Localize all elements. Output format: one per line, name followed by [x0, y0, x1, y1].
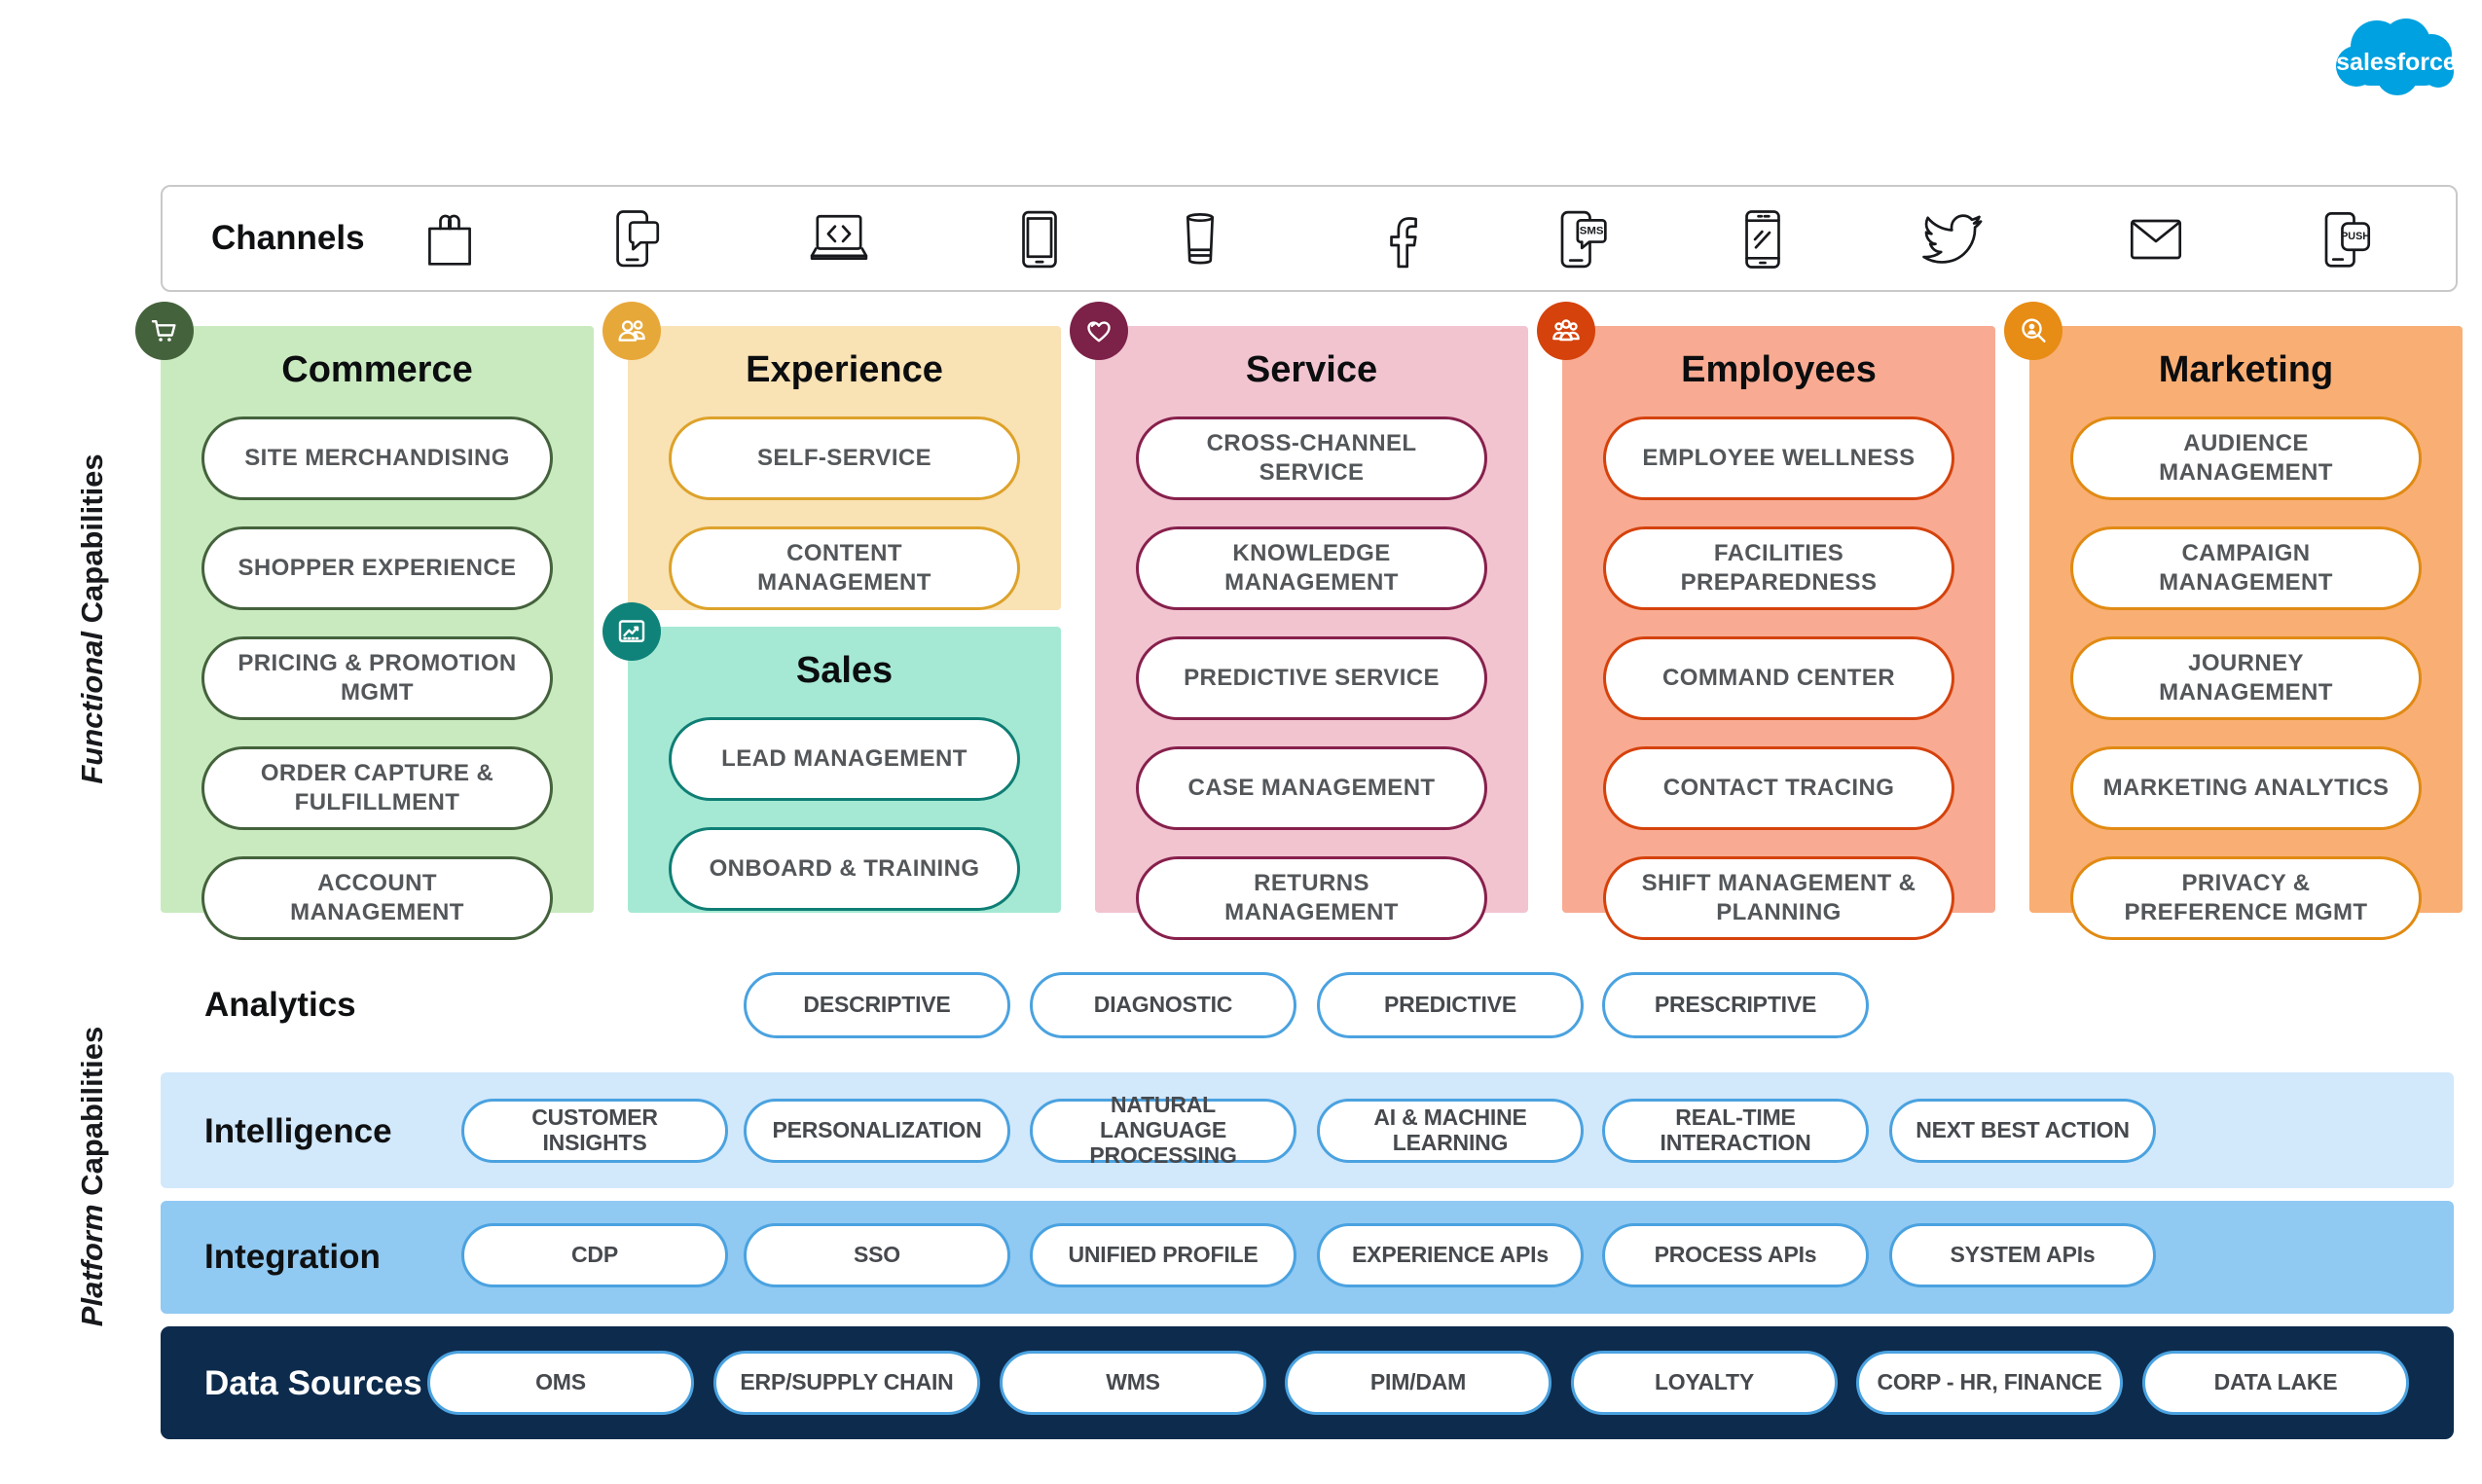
salesforce-cloud-icon: salesforce — [2336, 18, 2457, 95]
platform-pill: NEXT BEST ACTION — [1889, 1099, 2156, 1163]
capability-pill: ONBOARD & TRAINING — [669, 827, 1020, 911]
channels-label: Channels — [211, 219, 365, 257]
capabilities-word: Capabilities — [75, 1026, 109, 1196]
platform-pill: SYSTEM APIs — [1889, 1223, 2156, 1287]
service-column: Service CROSS-CHANNEL SERVICE KNOWLEDGE … — [1070, 302, 1528, 940]
platform-pill: SSO — [744, 1223, 1010, 1287]
capability-pill: PRICING & PROMOTION MGMT — [201, 636, 553, 720]
push-notification-icon: PUSH — [2308, 202, 2382, 276]
salesforce-wordmark: salesforce — [2336, 49, 2457, 76]
platform-word: Platform — [75, 1204, 109, 1327]
data-sources-row-label: Data Sources — [204, 1364, 422, 1402]
laptop-code-icon — [802, 202, 876, 276]
platform-pill: PROCESS APIs — [1602, 1223, 1869, 1287]
platform-pill: DESCRIPTIVE — [744, 972, 1010, 1038]
platform-pill: UNIFIED PROFILE — [1030, 1223, 1296, 1287]
capability-pill: ORDER CAPTURE & FULFILLMENT — [201, 746, 553, 830]
platform-pill: PRESCRIPTIVE — [1602, 972, 1869, 1038]
capability-pill: FACILITIES PREPAREDNESS — [1603, 526, 1954, 610]
growth-chart-icon — [602, 602, 661, 661]
capability-pill: COMMAND CENTER — [1603, 636, 1954, 720]
functional-word: Functional — [75, 631, 109, 784]
platform-pill: OMS — [427, 1351, 694, 1415]
shopping-cart-icon — [135, 302, 194, 360]
mobile-chat-icon — [598, 202, 672, 276]
column-title: Service — [1245, 349, 1378, 390]
platform-pill: DIAGNOSTIC — [1030, 972, 1296, 1038]
capability-pill: LEAD MANAGEMENT — [669, 717, 1020, 801]
heart-icon — [1070, 302, 1128, 360]
people-group-icon — [1537, 302, 1595, 360]
svg-text:SMS: SMS — [1580, 226, 1604, 237]
capability-pill: CASE MANAGEMENT — [1136, 746, 1487, 830]
capability-pill: SHOPPER EXPERIENCE — [201, 526, 553, 610]
column-title: Experience — [746, 349, 943, 390]
platform-pill: WMS — [1000, 1351, 1266, 1415]
capability-pill: CROSS-CHANNEL SERVICE — [1136, 416, 1487, 500]
platform-capabilities-label: Platform Capabilities — [75, 1027, 110, 1326]
audience-search-icon — [2004, 302, 2062, 360]
sms-icon: SMS — [1544, 202, 1618, 276]
column-title: Commerce — [281, 349, 473, 390]
capability-pill: ACCOUNT MANAGEMENT — [201, 856, 553, 940]
functional-capabilities-label: Functional Capabilities — [75, 453, 110, 783]
capability-pill: CAMPAIGN MANAGEMENT — [2070, 526, 2422, 610]
platform-pill: PREDICTIVE — [1317, 972, 1584, 1038]
platform-pill: EXPERIENCE APIs — [1317, 1223, 1584, 1287]
experience-column: Experience SELF-SERVICE CONTENT MANAGEME… — [602, 302, 1061, 610]
marketing-column: Marketing AUDIENCE MANAGEMENT CAMPAIGN M… — [2004, 302, 2463, 940]
smart-speaker-icon — [1163, 202, 1237, 276]
column-title: Sales — [795, 650, 894, 691]
platform-pill: CUSTOMER INSIGHTS — [461, 1099, 728, 1163]
platform-pill: AI & MACHINE LEARNING — [1317, 1099, 1584, 1163]
shopping-bag-icon — [413, 202, 487, 276]
svg-text:PUSH: PUSH — [2341, 231, 2370, 242]
twitter-icon — [1915, 202, 1989, 276]
capability-pill: RETURNS MANAGEMENT — [1136, 856, 1487, 940]
intelligence-row-label: Intelligence — [204, 1112, 392, 1150]
capability-pill: AUDIENCE MANAGEMENT — [2070, 416, 2422, 500]
capabilities-word: Capabilities — [75, 453, 109, 624]
capability-pill: JOURNEY MANAGEMENT — [2070, 636, 2422, 720]
channels-bar: Channels SMS PUSH — [161, 185, 2458, 292]
sales-column: Sales LEAD MANAGEMENT ONBOARD & TRAINING — [602, 602, 1061, 913]
mobile-device-icon — [1726, 202, 1800, 276]
analytics-row-label: Analytics — [204, 986, 356, 1024]
capability-pill: PRIVACY & PREFERENCE MGMT — [2070, 856, 2422, 940]
capability-pill: SITE MERCHANDISING — [201, 416, 553, 500]
column-title: Employees — [1681, 349, 1877, 390]
integration-row-label: Integration — [204, 1238, 381, 1276]
platform-pill: REAL-TIME INTERACTION — [1602, 1099, 1869, 1163]
capability-pill: EMPLOYEE WELLNESS — [1603, 416, 1954, 500]
capability-pill: MARKETING ANALYTICS — [2070, 746, 2422, 830]
capability-pill: CONTENT MANAGEMENT — [669, 526, 1020, 610]
employees-column: Employees EMPLOYEE WELLNESS FACILITIES P… — [1537, 302, 1995, 940]
platform-pill: DATA LAKE — [2142, 1351, 2409, 1415]
platform-pill: NATURAL LANGUAGE PROCESSING — [1030, 1092, 1296, 1168]
capability-pill: PREDICTIVE SERVICE — [1136, 636, 1487, 720]
capability-pill: SELF-SERVICE — [669, 416, 1020, 500]
platform-pill: CORP - HR, FINANCE — [1856, 1351, 2123, 1415]
platform-pill: ERP/SUPPLY CHAIN — [713, 1351, 980, 1415]
commerce-column: Commerce SITE MERCHANDISING SHOPPER EXPE… — [135, 302, 594, 940]
salesforce-logo: salesforce — [2324, 10, 2468, 136]
platform-pill: CDP — [461, 1223, 728, 1287]
platform-pill: LOYALTY — [1571, 1351, 1838, 1415]
column-title: Marketing — [2158, 349, 2334, 390]
platform-pill: PERSONALIZATION — [744, 1099, 1010, 1163]
capability-pill: CONTACT TRACING — [1603, 746, 1954, 830]
community-people-icon — [602, 302, 661, 360]
facebook-icon — [1365, 202, 1439, 276]
capability-pill: KNOWLEDGE MANAGEMENT — [1136, 526, 1487, 610]
capability-pill: SHIFT MANAGEMENT & PLANNING — [1603, 856, 1954, 940]
tablet-icon — [1003, 202, 1077, 276]
email-icon — [2119, 202, 2193, 276]
platform-pill: PIM/DAM — [1285, 1351, 1551, 1415]
